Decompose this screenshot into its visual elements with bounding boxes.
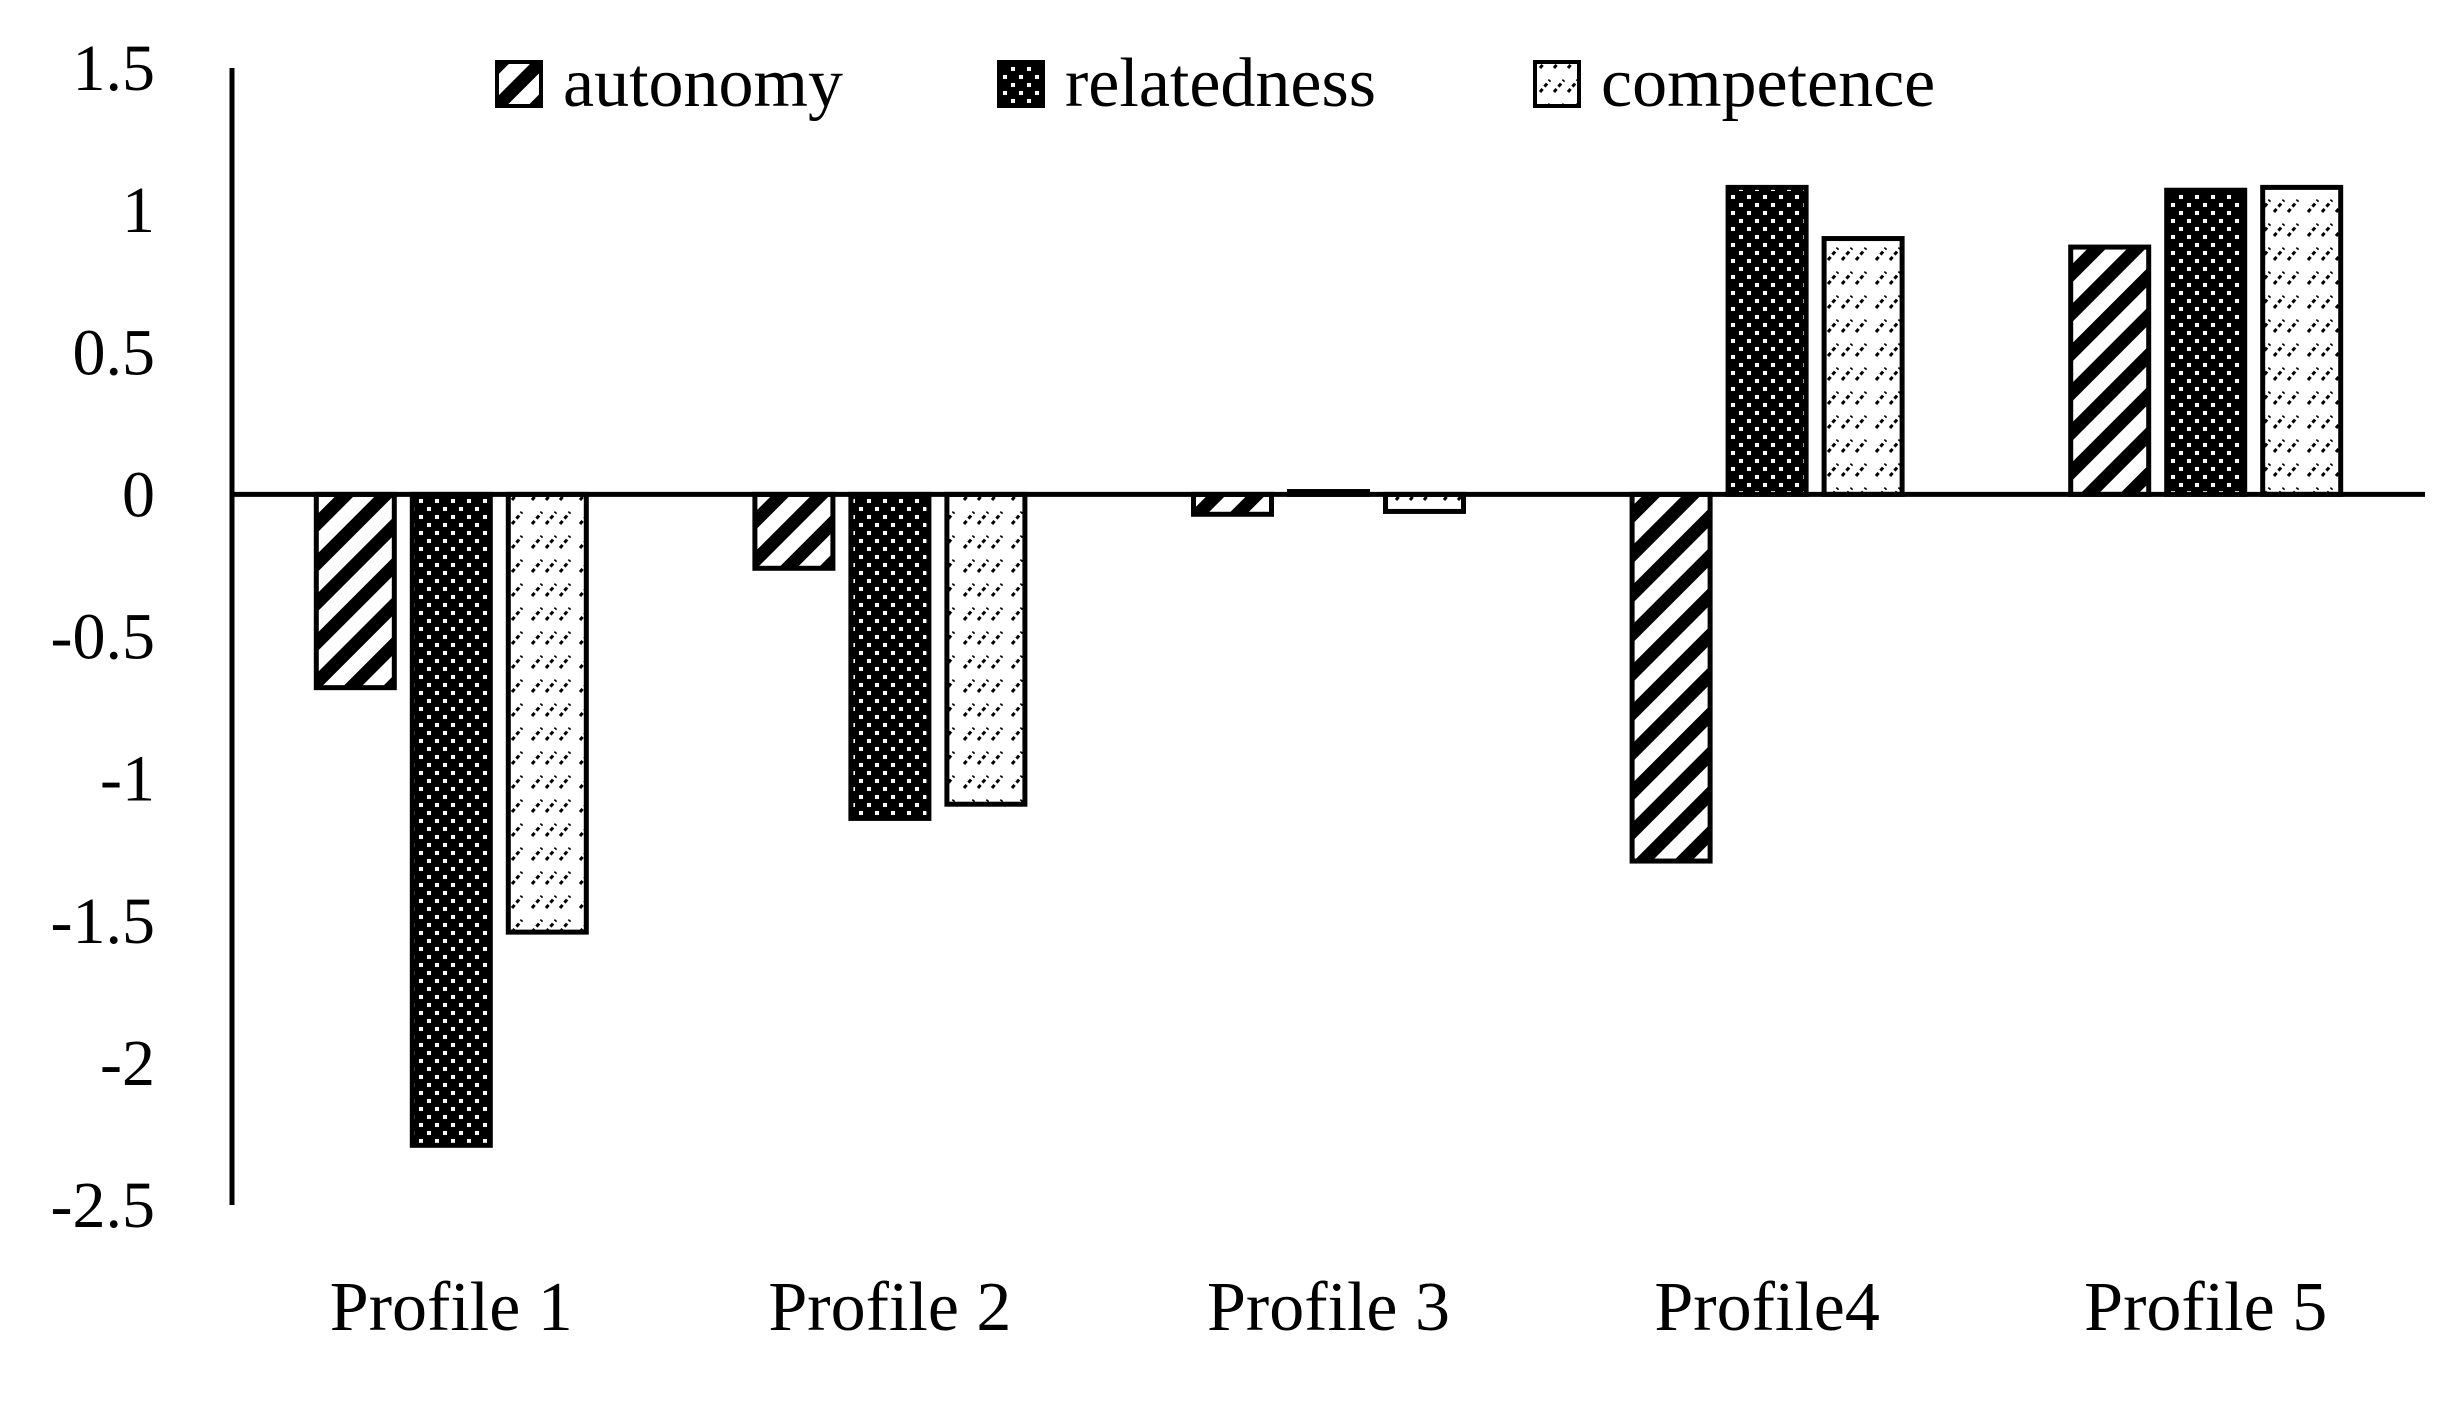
bars [313, 184, 2344, 1148]
y-tick-label: -1 [100, 743, 155, 816]
category-label: Profile 2 [768, 1269, 1011, 1346]
x-axis-category-labels: Profile 1 Profile 2 Profile 3 Profile4 Profi… [330, 1269, 2327, 1346]
bar-autonomy-profile-5 [2068, 244, 2152, 497]
legend-swatch-autonomy [495, 60, 543, 108]
category-label: Profile 5 [2084, 1269, 2327, 1346]
legend-swatch-competence [1533, 60, 1581, 108]
bar-autonomy-profile-3 [1191, 491, 1274, 517]
y-axis-tick-labels: 1.5 1 0.5 0 -0.5 -1 -1.5 -2 -2.5 [51, 32, 155, 1242]
legend-label-autonomy: autonomy [563, 45, 843, 122]
y-tick-label: 1 [122, 174, 155, 247]
category-label: Profile4 [1654, 1269, 1880, 1346]
y-tick-label: -1.5 [51, 885, 155, 958]
y-tick-label: 0.5 [73, 316, 156, 389]
bar-autonomy-profile-2 [752, 491, 836, 571]
bar-autonomy-profile-1 [313, 491, 397, 691]
bar-relatedness-profile-5 [2164, 187, 2248, 497]
bar-relatedness-profile-2 [848, 491, 932, 821]
y-tick-label: -2 [100, 1027, 155, 1100]
bar-competence-profile-5 [2260, 184, 2344, 497]
bar-competence-profile-3 [1383, 491, 1466, 514]
bar-autonomy-profile4 [1629, 491, 1713, 864]
legend: autonomy relatedness competence [495, 45, 1935, 122]
bar-competence-profile-2 [944, 491, 1028, 807]
bar-relatedness-profile4 [1725, 184, 1809, 497]
y-tick-label: -0.5 [51, 601, 155, 674]
bar-competence-profile-1 [505, 491, 589, 935]
y-tick-label: -2.5 [51, 1169, 155, 1242]
bar-relatedness-profile-1 [409, 491, 493, 1148]
category-label: Profile 3 [1207, 1269, 1450, 1346]
bar-competence-profile4 [1821, 236, 1905, 497]
y-tick-label: 0 [122, 458, 155, 531]
legend-label-competence: competence [1601, 45, 1935, 122]
legend-label-relatedness: relatedness [1065, 45, 1376, 122]
category-label: Profile 1 [330, 1269, 573, 1346]
legend-swatch-relatedness [997, 60, 1045, 108]
y-tick-label: 1.5 [73, 32, 156, 105]
